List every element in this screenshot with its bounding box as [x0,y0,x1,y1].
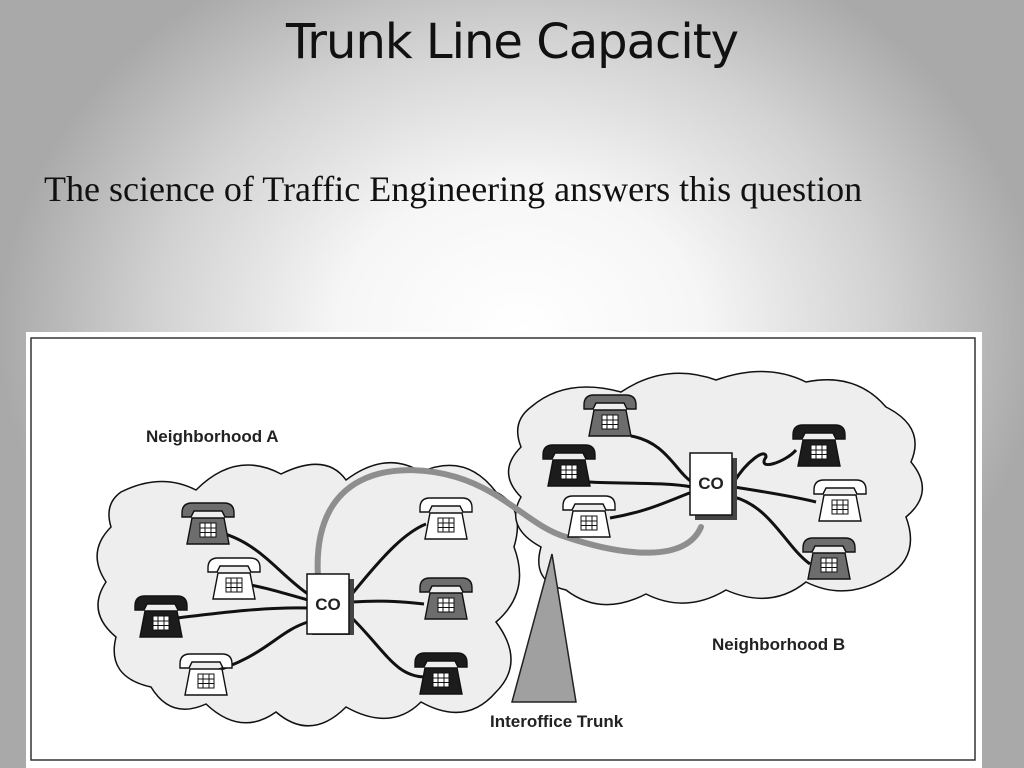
phone-lines-b [587,434,817,566]
interoffice-trunk-label: Interoffice Trunk [490,712,624,731]
interoffice-trunk-path [314,467,704,580]
central-office-b-label: CO [698,474,724,493]
neighborhood-a-label: Neighborhood A [146,427,279,446]
slide-subtitle: The science of Traffic Engineering answe… [44,169,863,209]
diagram-border [30,337,976,761]
central-office-b: CO [689,452,737,520]
neighborhood-b-label: Neighborhood B [712,635,845,654]
central-office-a: CO [306,573,354,635]
slide-title: Trunk Line Capacity [286,14,739,70]
trunk-arrow [511,553,577,703]
network-diagram-svg: CO CO Neighborhood A Neighborhood B Inte… [30,337,976,761]
network-diagram: CO CO Neighborhood A Neighborhood B Inte… [26,332,982,768]
central-office-a-label: CO [315,595,341,614]
